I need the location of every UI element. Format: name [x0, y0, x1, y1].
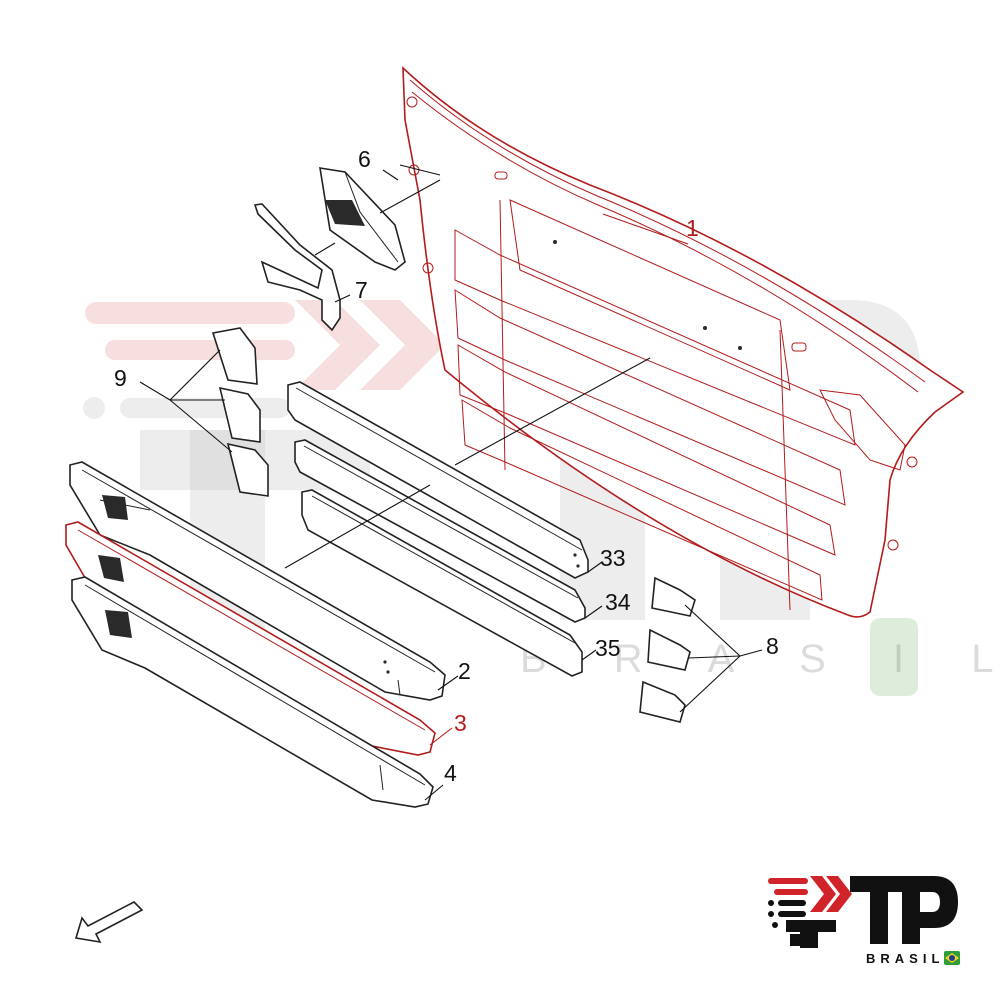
corner-trim-7 — [253, 203, 341, 332]
logo-brasil-text: BRASIL — [866, 951, 944, 966]
callout-4: 4 — [444, 760, 457, 786]
trim-bar-4 — [71, 576, 434, 808]
grille-panel — [402, 66, 965, 618]
brazil-flag-icon — [944, 951, 960, 965]
trim-bar-2 — [69, 461, 446, 701]
slat-35 — [301, 489, 583, 677]
callout-6: 6 — [358, 146, 371, 172]
watermark-brasil-text: B R A S I L — [520, 637, 1000, 681]
leader-lines — [139, 164, 763, 801]
callout-2: 2 — [458, 658, 471, 684]
callout-3: 3 — [454, 710, 467, 736]
corner-trim-6 — [319, 167, 406, 271]
arrow-down-left-icon — [74, 901, 144, 944]
clip-set-8 — [639, 576, 696, 723]
callout-7: 7 — [355, 277, 368, 303]
clip-set-9 — [211, 327, 269, 497]
callout-35: 35 — [595, 635, 621, 661]
callout-1: 1 — [686, 215, 699, 241]
callout-8: 8 — [766, 633, 779, 659]
callout-34: 34 — [605, 589, 631, 615]
callout-9: 9 — [114, 365, 127, 391]
callout-33: 33 — [600, 545, 626, 571]
ftp-brasil-logo: BRASIL — [768, 876, 960, 966]
